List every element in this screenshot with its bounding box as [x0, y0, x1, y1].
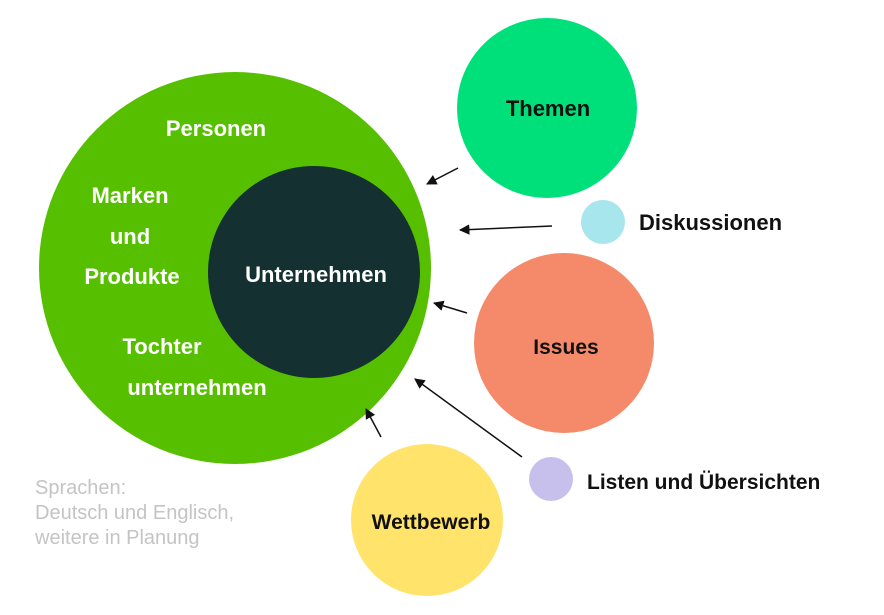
core-circle — [208, 166, 420, 378]
issues-circle — [474, 253, 654, 433]
arrow-listen — [414, 378, 523, 458]
label-personen: Personen — [166, 116, 266, 141]
label-diskussionen: Diskussionen — [639, 210, 782, 235]
label-tochter: Tochter — [122, 334, 201, 359]
wettbewerb-circle — [351, 444, 503, 596]
languages-note: Sprachen: Deutsch und Englisch, weitere … — [35, 476, 234, 551]
arrow-wettbewerb — [365, 408, 382, 438]
arrow-issues — [432, 300, 468, 314]
languages-note-line2: Deutsch und Englisch, — [35, 502, 235, 524]
label-und: und — [110, 224, 150, 249]
label-marken: Marken — [91, 183, 168, 208]
label-unternehmen: Unternehmen — [245, 262, 387, 287]
languages-note-line3: weitere in Planung — [35, 527, 200, 549]
themen-circle — [457, 18, 637, 198]
arrow-themen — [426, 167, 459, 185]
label-themen: Themen — [506, 96, 590, 121]
languages-note-line1: Sprachen: — [35, 477, 127, 499]
arrow-diskussionen — [458, 224, 553, 235]
label-issues: Issues — [533, 336, 598, 359]
label-listen: Listen und Übersichten — [587, 471, 820, 494]
label-tochterunternehmen: unternehmen — [127, 375, 266, 400]
diskussionen-circle — [581, 200, 625, 244]
label-produkte: Produkte — [84, 264, 179, 289]
label-wettbewerb: Wettbewerb — [372, 511, 491, 534]
listen-circle — [529, 457, 573, 501]
